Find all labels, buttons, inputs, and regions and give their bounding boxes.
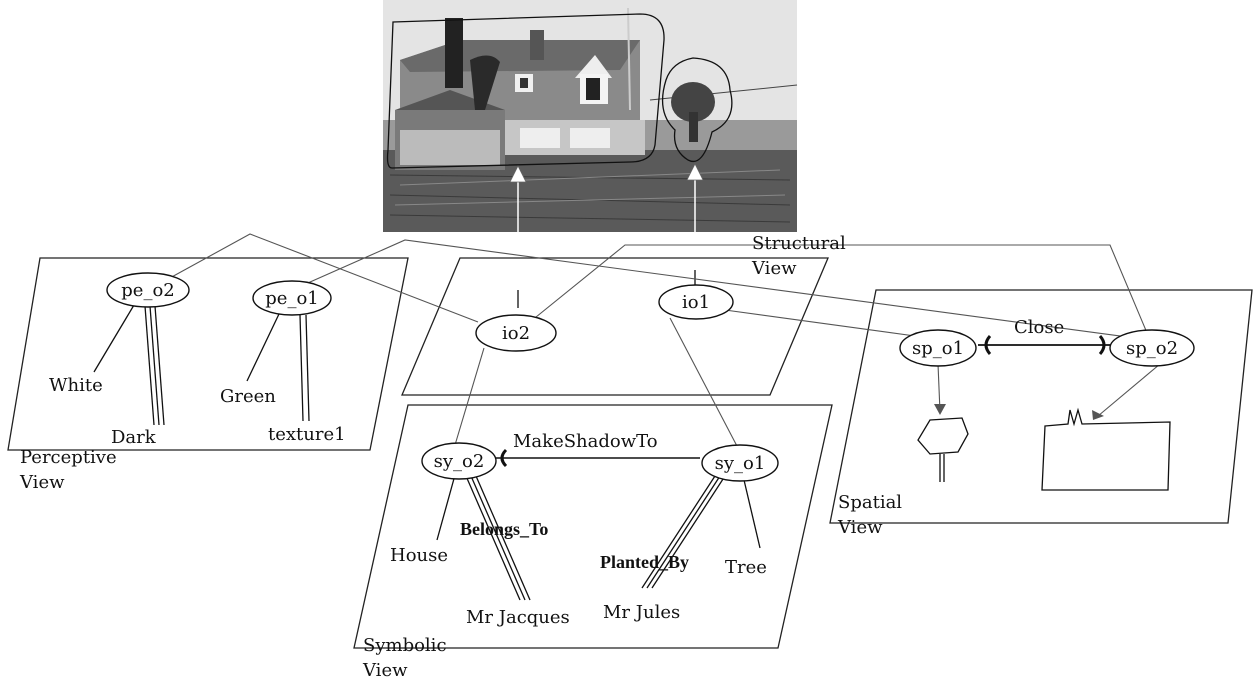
structural-view-label-1: Structural xyxy=(752,233,846,254)
label-close: Close xyxy=(1014,317,1064,338)
label-make-shadow-to: MakeShadowTo xyxy=(513,431,658,452)
node-io2: io2 xyxy=(476,315,556,351)
symbolic-view-label-2: View xyxy=(362,660,408,681)
label-mr-jules: Mr Jules xyxy=(603,602,680,623)
node-sp-o2: sp_o2 xyxy=(1110,330,1194,366)
node-io1: io1 xyxy=(659,285,733,319)
scene-photo xyxy=(383,0,797,305)
label-white: White xyxy=(49,375,103,396)
svg-text:io2: io2 xyxy=(502,323,530,344)
label-green: Green xyxy=(220,386,276,407)
svg-text:sy_o1: sy_o1 xyxy=(715,453,766,474)
svg-text:sy_o2: sy_o2 xyxy=(434,451,485,472)
node-pe-o1: pe_o1 xyxy=(253,281,331,315)
label-texture1: texture1 xyxy=(268,424,346,445)
svg-text:pe_o1: pe_o1 xyxy=(265,288,318,309)
label-dark: Dark xyxy=(111,427,157,448)
label-mr-jacques: Mr Jacques xyxy=(466,607,570,628)
node-pe-o2: pe_o2 xyxy=(107,273,189,307)
spatial-view-label-2: View xyxy=(837,517,883,538)
svg-text:sp_o2: sp_o2 xyxy=(1126,338,1178,359)
svg-text:pe_o2: pe_o2 xyxy=(121,280,174,301)
spatial-view-label-1: Spatial xyxy=(838,492,902,513)
label-planted-by: Planted_By xyxy=(600,552,689,572)
node-sp-o1: sp_o1 xyxy=(900,330,976,366)
node-sy-o1: sy_o1 xyxy=(702,445,778,481)
perceptive-edges xyxy=(94,305,309,425)
symbolic-view-label-1: Symbolic xyxy=(363,635,447,656)
svg-text:sp_o1: sp_o1 xyxy=(912,338,964,359)
label-house: House xyxy=(390,545,448,566)
label-belongs-to: Belongs_To xyxy=(460,519,548,539)
perceptive-view-label-1: Perceptive xyxy=(20,447,117,468)
connector-lines xyxy=(148,234,1150,448)
perceptive-plane xyxy=(8,258,408,450)
perceptive-view-label-2: View xyxy=(19,472,65,493)
node-sy-o2: sy_o2 xyxy=(422,443,496,479)
structural-view-label-2: View xyxy=(751,258,797,279)
svg-text:io1: io1 xyxy=(682,292,710,313)
label-tree: Tree xyxy=(725,557,767,578)
